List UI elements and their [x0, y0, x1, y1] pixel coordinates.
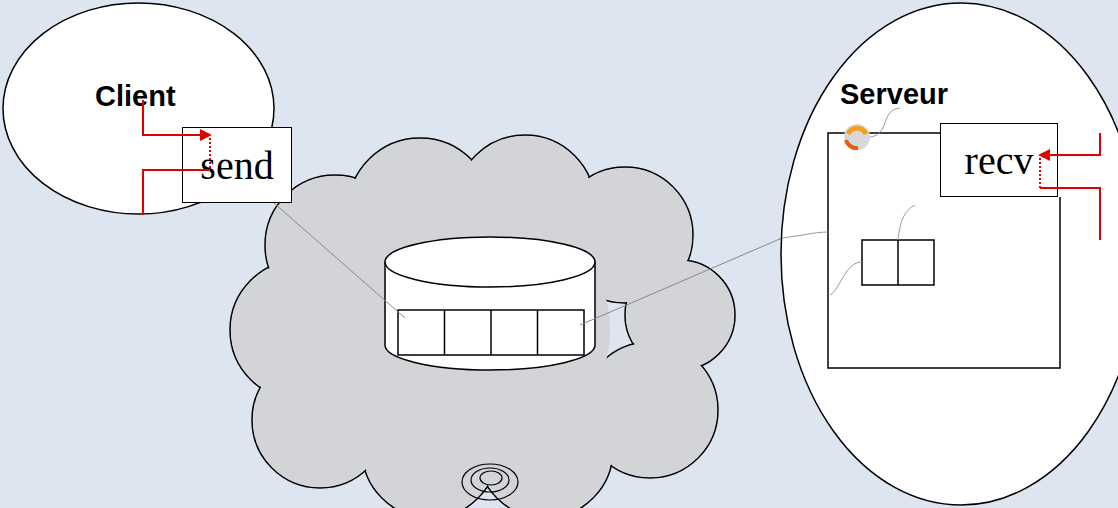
machine-heading: Client — [95, 80, 176, 113]
ellipse-outline — [780, 2, 1118, 506]
recv-primitive: recv — [940, 123, 1058, 197]
server-machine: Serveur recv — [780, 2, 1118, 506]
primitive-label: send — [200, 142, 273, 189]
send-primitive: send — [182, 127, 292, 203]
primitive-label: recv — [965, 137, 1034, 184]
machine-heading: Serveur — [840, 78, 948, 111]
client-machine: Client send — [2, 2, 275, 215]
